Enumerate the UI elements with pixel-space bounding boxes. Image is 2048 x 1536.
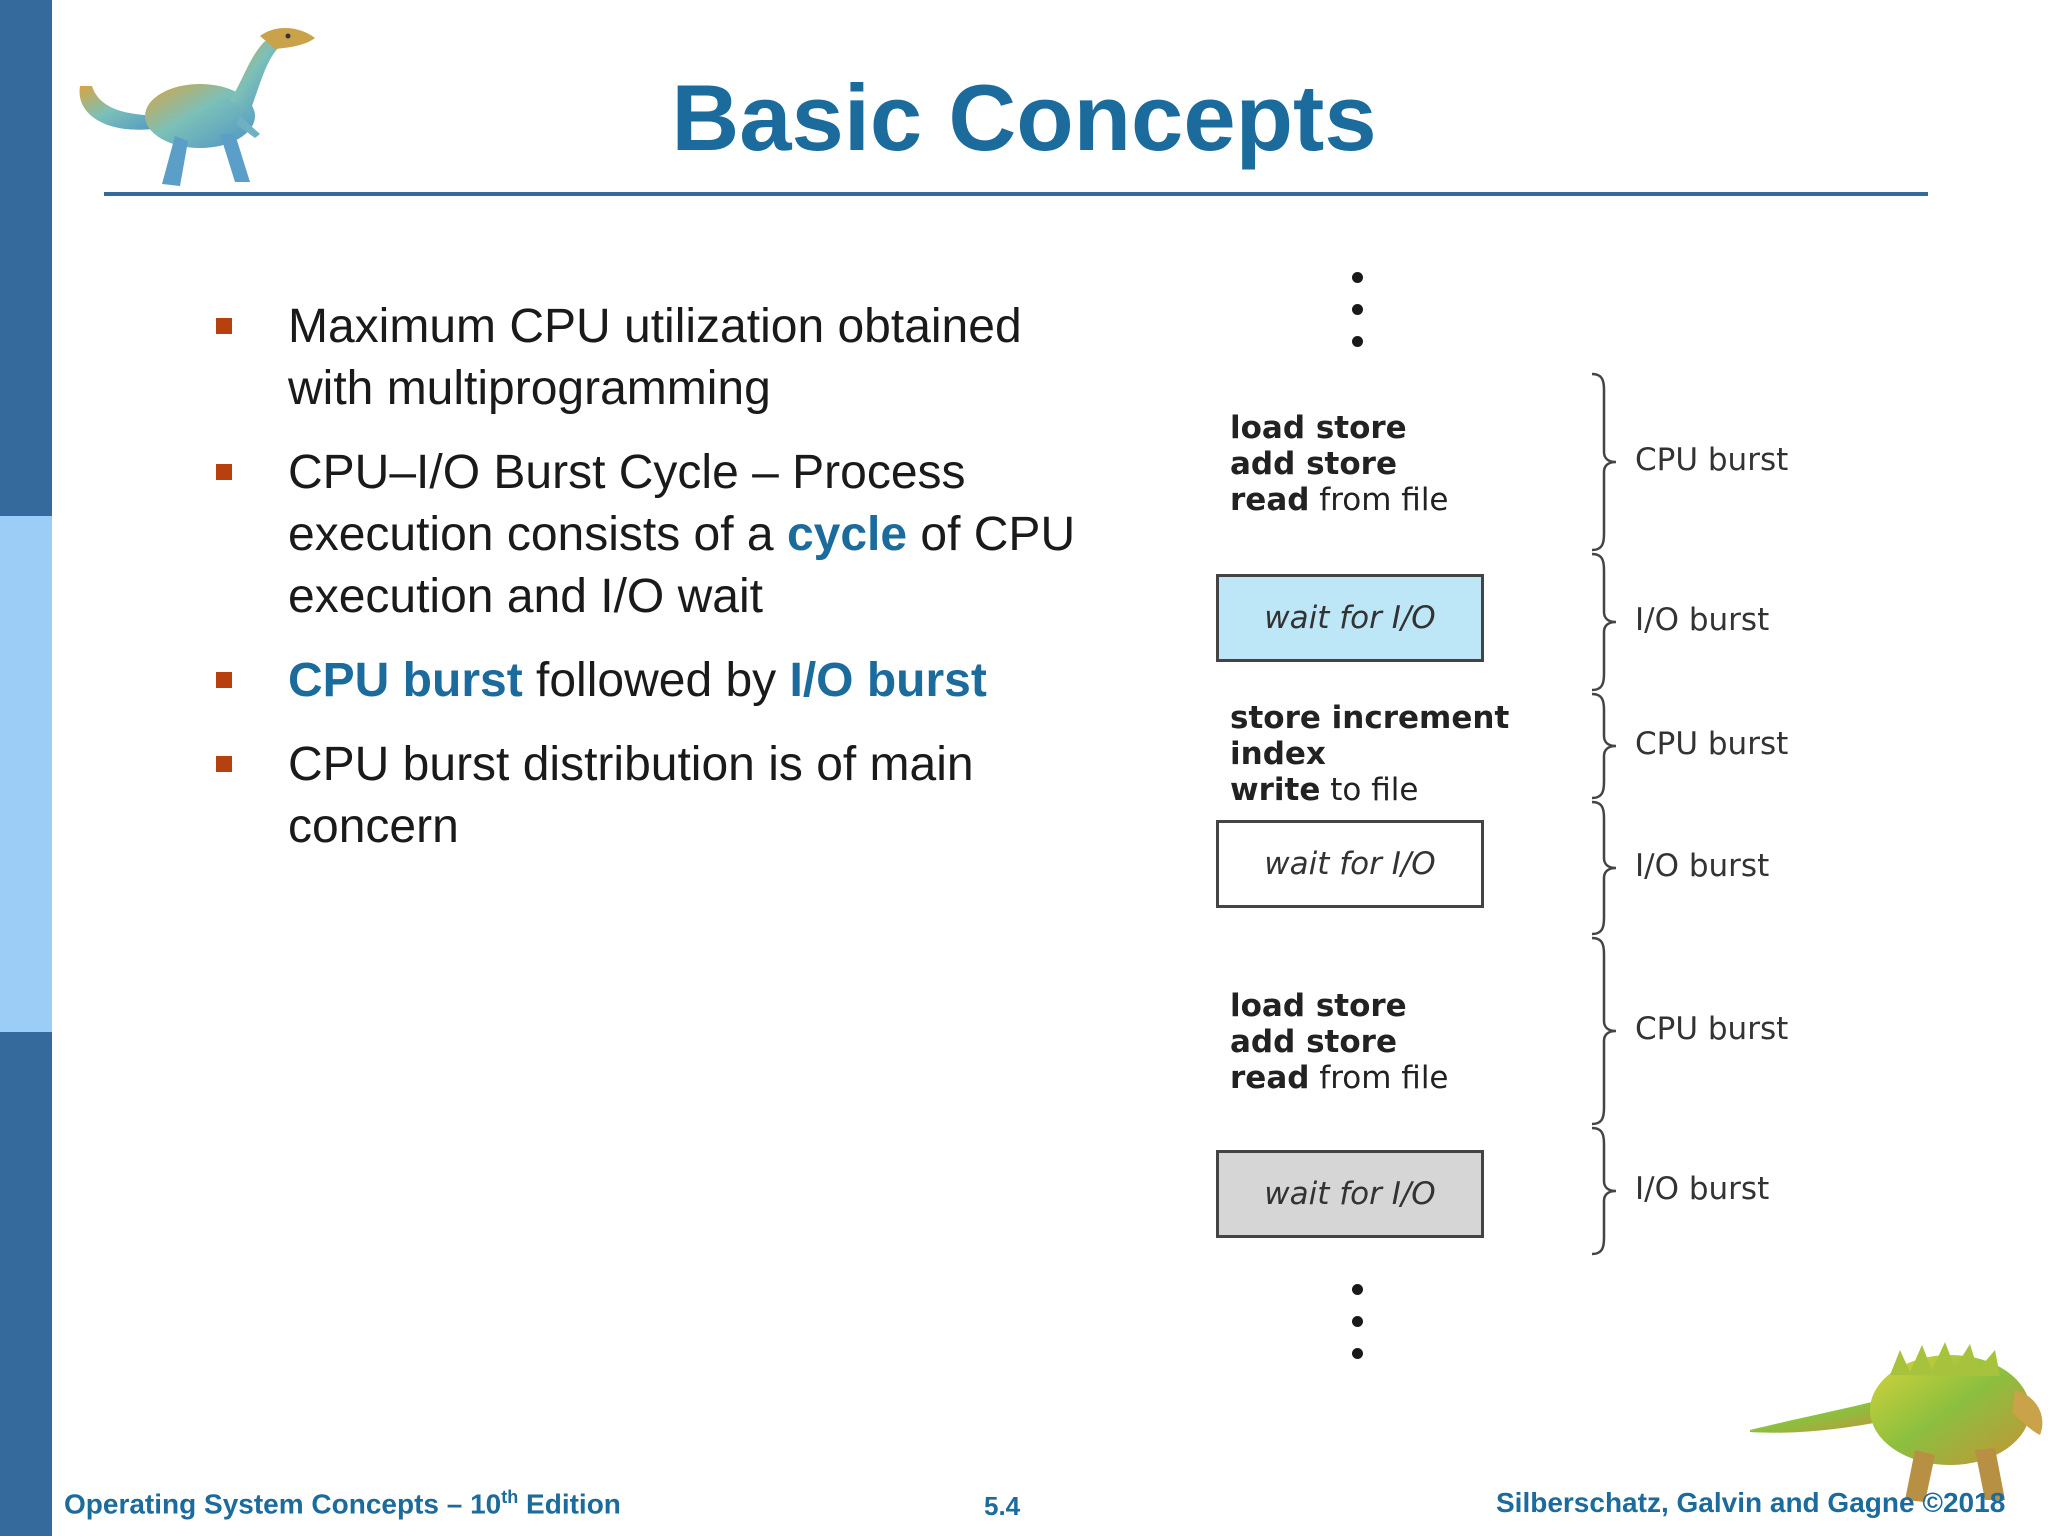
instruction-keyword: load store	[1230, 410, 1407, 446]
curly-brace	[1591, 1126, 1617, 1256]
footer-book-title-suffix: Edition	[518, 1488, 621, 1520]
title-underline	[104, 192, 1928, 196]
instruction-operand: from file	[1309, 1060, 1449, 1096]
cpu-burst-label: CPU burst	[1635, 726, 1789, 762]
ellipsis-dot	[1352, 304, 1363, 315]
bullet-marker	[216, 756, 232, 772]
instruction-keyword: add store	[1230, 446, 1397, 482]
wait-for-io-box: wait for I/O	[1216, 820, 1484, 908]
instruction-line: read from file	[1230, 482, 1449, 518]
io-burst-label: I/O burst	[1635, 848, 1770, 884]
io-burst-label: I/O burst	[1635, 602, 1770, 638]
instruction-keyword: store increment	[1230, 700, 1510, 736]
instruction-keyword: read	[1230, 482, 1310, 518]
bullet-item: CPU–I/O Burst Cycle – Process execution …	[210, 442, 1110, 628]
instruction-line: read from file	[1230, 1060, 1449, 1096]
cpu-burst-label: CPU burst	[1635, 442, 1789, 478]
wait-for-io-box: wait for I/O	[1216, 1150, 1484, 1238]
instruction-keyword: index	[1230, 736, 1326, 772]
footer-book-title-sup: th	[501, 1487, 519, 1507]
bullet-item: CPU burst distribution is of main concer…	[210, 734, 1110, 858]
highlighted-term: CPU burst	[288, 654, 523, 707]
bullet-item: Maximum CPU utilization obtained with mu…	[210, 296, 1110, 420]
bullet-text: Maximum CPU utilization obtained with mu…	[288, 300, 1022, 415]
left-color-bar-top	[0, 0, 52, 516]
dinosaur-icon	[1750, 1342, 2043, 1502]
bullet-text: CPU burst distribution is of main concer…	[288, 738, 974, 853]
cpu-burst-label: CPU burst	[1635, 1011, 1789, 1047]
dinosaur-icon	[79, 27, 315, 186]
instruction-keyword: read	[1230, 1060, 1310, 1096]
instruction-line: write to file	[1230, 772, 1509, 808]
ellipsis-dot	[1352, 1284, 1363, 1295]
footer-book-title-text: Operating System Concepts – 10	[64, 1488, 502, 1520]
bullet-text: CPU–I/O Burst Cycle – Process execution …	[288, 446, 966, 561]
curly-brace	[1591, 372, 1617, 552]
instruction-keyword: add store	[1230, 1024, 1397, 1060]
bullet-list: Maximum CPU utilization obtained with mu…	[210, 296, 1110, 880]
highlighted-term: I/O burst	[789, 654, 987, 707]
footer-authors: Silberschatz, Galvin and Gagne ©2018	[1496, 1487, 2006, 1518]
highlighted-term: cycle	[786, 508, 908, 561]
instruction-line: index	[1230, 736, 1509, 772]
bullet-text: of CPU execution and I/O wait	[288, 508, 1076, 623]
bullet-item: CPU burst followed by I/O burst	[210, 650, 1110, 712]
instruction-keyword: write	[1230, 772, 1321, 808]
instruction-operand: to file	[1320, 772, 1419, 808]
io-burst-label: I/O burst	[1635, 1171, 1770, 1207]
curly-brace	[1591, 552, 1617, 692]
curly-brace	[1591, 692, 1617, 800]
instruction-line: load store	[1230, 410, 1449, 446]
bullet-marker	[216, 672, 232, 688]
slide-number: 5.4	[984, 1491, 1021, 1521]
instruction-operand: from file	[1309, 482, 1449, 518]
instruction-line: add store	[1230, 1024, 1449, 1060]
ellipsis-dot	[1352, 336, 1363, 347]
footer-book-title: Operating System Concepts – 10th Edition	[64, 1487, 621, 1520]
bullet-marker	[216, 318, 232, 334]
ellipsis-dot	[1352, 1348, 1363, 1359]
wait-for-io-box: wait for I/O	[1216, 574, 1484, 662]
slide-title: Basic Concepts	[671, 65, 1377, 170]
instruction-line: load store	[1230, 988, 1449, 1024]
ellipsis-dot	[1352, 1316, 1363, 1327]
instruction-line: store increment	[1230, 700, 1509, 736]
curly-brace	[1591, 800, 1617, 936]
left-color-bar-middle	[0, 516, 52, 1032]
bullet-marker	[216, 464, 232, 480]
curly-brace	[1591, 936, 1617, 1126]
left-color-bar-bottom	[0, 1032, 52, 1536]
ellipsis-dot	[1352, 272, 1363, 283]
instruction-keyword: load store	[1230, 988, 1407, 1024]
instruction-line: add store	[1230, 446, 1449, 482]
bullet-text: followed by	[522, 654, 790, 707]
